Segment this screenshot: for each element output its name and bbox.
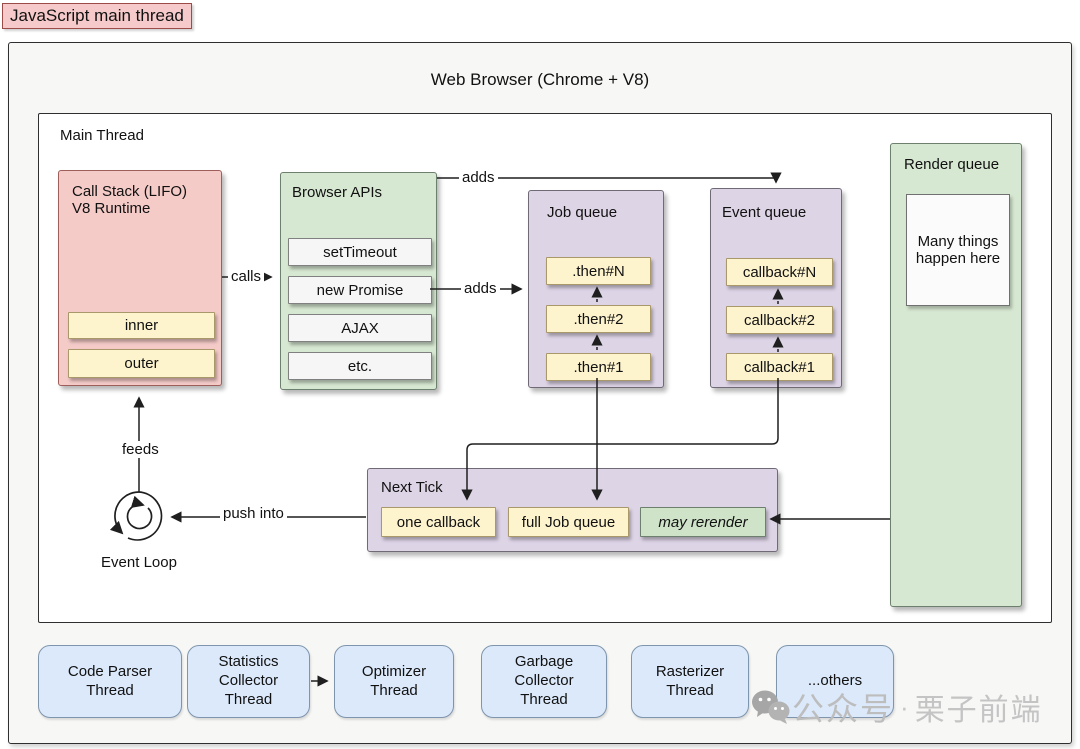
job-item-then-1: .then#1 — [546, 353, 651, 381]
job-item-then-2: .then#2 — [546, 305, 651, 333]
render-queue-note: Many things happen here — [906, 194, 1010, 306]
call-stack-box: Call Stack (LIFO) V8 Runtime inner outer — [58, 170, 222, 386]
next-tick-title: Next Tick — [381, 479, 443, 496]
edge-label-calls: calls — [228, 268, 265, 285]
api-item-etc: etc. — [288, 352, 432, 380]
api-item-new-promise: new Promise — [288, 276, 432, 304]
event-queue-box: Event queue callback#N callback#2 callba… — [710, 188, 842, 388]
stack-item-inner: inner — [68, 312, 215, 339]
thread-code-parser: Code Parser Thread — [38, 645, 182, 718]
thread-statistics-collector: Statistics Collector Thread — [187, 645, 310, 718]
event-item-callback-1: callback#1 — [726, 353, 833, 381]
js-main-thread-badge: JavaScript main thread — [2, 3, 192, 29]
stack-item-outer: outer — [68, 349, 215, 378]
edge-label-adds-mid: adds — [461, 280, 500, 297]
browser-apis-title: Browser APIs — [292, 184, 383, 201]
wechat-icon — [752, 690, 790, 724]
watermark-separator: · — [900, 691, 909, 722]
event-item-callback-2: callback#2 — [726, 306, 833, 334]
main-thread-label: Main Thread — [60, 127, 144, 144]
event-queue-title: Event queue — [722, 204, 807, 221]
watermark: 公众号 · 栗子前端 — [748, 684, 1043, 730]
render-queue-box: Render queue Many things happen here — [890, 143, 1022, 607]
thread-others: ...others — [776, 645, 894, 718]
thread-optimizer: Optimizer Thread — [334, 645, 454, 718]
job-queue-box: Job queue .then#N .then#2 .then#1 — [528, 190, 664, 388]
render-queue-title: Render queue — [904, 156, 1000, 173]
event-loop-label: Event Loop — [101, 554, 177, 571]
api-item-settimeout: setTimeout — [288, 238, 432, 266]
thread-garbage-collector: Garbage Collector Thread — [481, 645, 607, 718]
watermark-name: 栗子前端 — [914, 694, 1043, 727]
web-browser-title: Web Browser (Chrome + V8) — [430, 70, 650, 89]
browser-apis-box: Browser APIs setTimeout new Promise AJAX… — [280, 172, 437, 390]
next-tick-full-job-queue: full Job queue — [508, 507, 629, 537]
next-tick-may-rerender: may rerender — [640, 507, 766, 537]
next-tick-box: Next Tick one callback full Job queue ma… — [367, 468, 778, 552]
edge-label-push-into: push into — [220, 505, 287, 522]
event-item-callback-n: callback#N — [726, 258, 833, 286]
edge-label-adds-top: adds — [459, 169, 498, 186]
api-item-ajax: AJAX — [288, 314, 432, 342]
job-item-then-n: .then#N — [546, 257, 651, 285]
thread-rasterizer: Rasterizer Thread — [631, 645, 749, 718]
edge-label-feeds: feeds — [119, 441, 162, 458]
watermark-prefix: 公众号 — [792, 691, 895, 727]
call-stack-title: Call Stack (LIFO) V8 Runtime — [72, 183, 188, 217]
next-tick-one-callback: one callback — [381, 507, 496, 537]
job-queue-title: Job queue — [547, 204, 618, 221]
